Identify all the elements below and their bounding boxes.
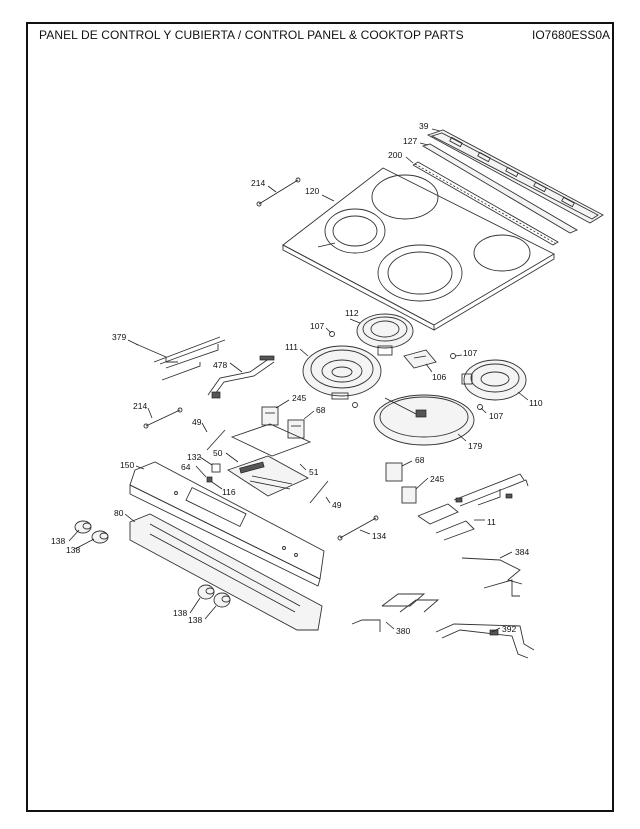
- trim-strip-200: [412, 161, 559, 246]
- wire-harness-380: [351, 593, 440, 632]
- knob-138-left: [74, 520, 109, 544]
- switch-245-a: [261, 406, 279, 426]
- label-379: 379: [112, 332, 126, 342]
- wire-harness-11: [417, 473, 529, 541]
- label-132: 132: [187, 452, 201, 462]
- part-132: [211, 463, 221, 473]
- part-labels: 39 127 200 214 120 107 112 379 111 106 1…: [51, 121, 543, 636]
- part-64: [206, 476, 213, 483]
- burner-element-112: [356, 313, 414, 356]
- label-49-a: 49: [192, 417, 202, 427]
- wire-harness-478: [207, 355, 275, 399]
- label-127: 127: [403, 136, 417, 146]
- label-112: 112: [345, 308, 359, 318]
- label-39: 39: [419, 121, 429, 131]
- label-106: 106: [432, 372, 446, 382]
- label-245-a: 245: [292, 393, 306, 403]
- trim-strip-39: [426, 129, 604, 224]
- label-138-c: 138: [173, 608, 187, 618]
- label-138-a: 138: [51, 536, 65, 546]
- label-138-d: 138: [188, 615, 202, 625]
- screw-214-mid: [143, 407, 183, 429]
- label-49-b: 49: [332, 500, 342, 510]
- rod-49-a: [206, 429, 226, 451]
- label-120: 120: [305, 186, 319, 196]
- label-478: 478: [213, 360, 227, 370]
- rod-49-b: [309, 480, 329, 504]
- label-11: 11: [487, 517, 496, 527]
- label-64: 64: [181, 462, 191, 472]
- control-board-50: [226, 455, 310, 497]
- glass-cooktop-120: [282, 167, 555, 331]
- model-number: IO7680ESS0A: [532, 28, 611, 42]
- wire-harness-384: [461, 557, 523, 597]
- overlay-51: [230, 423, 312, 457]
- panel-trim-80: [129, 513, 323, 631]
- wire-harness-379: [135, 336, 226, 381]
- label-68-b: 68: [415, 455, 425, 465]
- burner-element-179: [373, 394, 475, 446]
- label-384: 384: [515, 547, 529, 557]
- label-179: 179: [468, 441, 482, 451]
- label-111: 111: [285, 342, 298, 352]
- screw-214-top: [256, 177, 301, 207]
- burner-element-111: [302, 345, 382, 400]
- label-110: 110: [529, 398, 543, 408]
- label-68-a: 68: [316, 405, 326, 415]
- leader-lines: [68, 128, 529, 633]
- page-title: PANEL DE CONTROL Y CUBIERTA / CONTROL PA…: [39, 28, 464, 42]
- switch-68-b: [385, 462, 403, 482]
- wire-harness-392: [435, 623, 535, 659]
- page-border: [26, 22, 614, 812]
- switch-245-b: [401, 486, 417, 504]
- label-134: 134: [372, 531, 386, 541]
- burner-element-110: [461, 359, 527, 401]
- label-138-b: 138: [66, 545, 80, 555]
- label-107-a: 107: [310, 321, 324, 331]
- label-51: 51: [309, 467, 319, 477]
- label-80: 80: [114, 508, 124, 518]
- label-50: 50: [213, 448, 223, 458]
- screw-134: [337, 515, 379, 541]
- bracket-106: [403, 349, 437, 369]
- label-245-b: 245: [430, 474, 444, 484]
- label-214-mid: 214: [133, 401, 147, 411]
- control-panel-150: [129, 461, 325, 587]
- label-116: 116: [222, 487, 236, 497]
- label-214-top: 214: [251, 178, 265, 188]
- label-107-c: 107: [489, 411, 503, 421]
- label-200: 200: [388, 150, 402, 160]
- label-107-b: 107: [463, 348, 477, 358]
- label-392: 392: [502, 624, 516, 634]
- knob-138-bottom: [197, 584, 231, 608]
- label-380: 380: [396, 626, 410, 636]
- label-150: 150: [120, 460, 134, 470]
